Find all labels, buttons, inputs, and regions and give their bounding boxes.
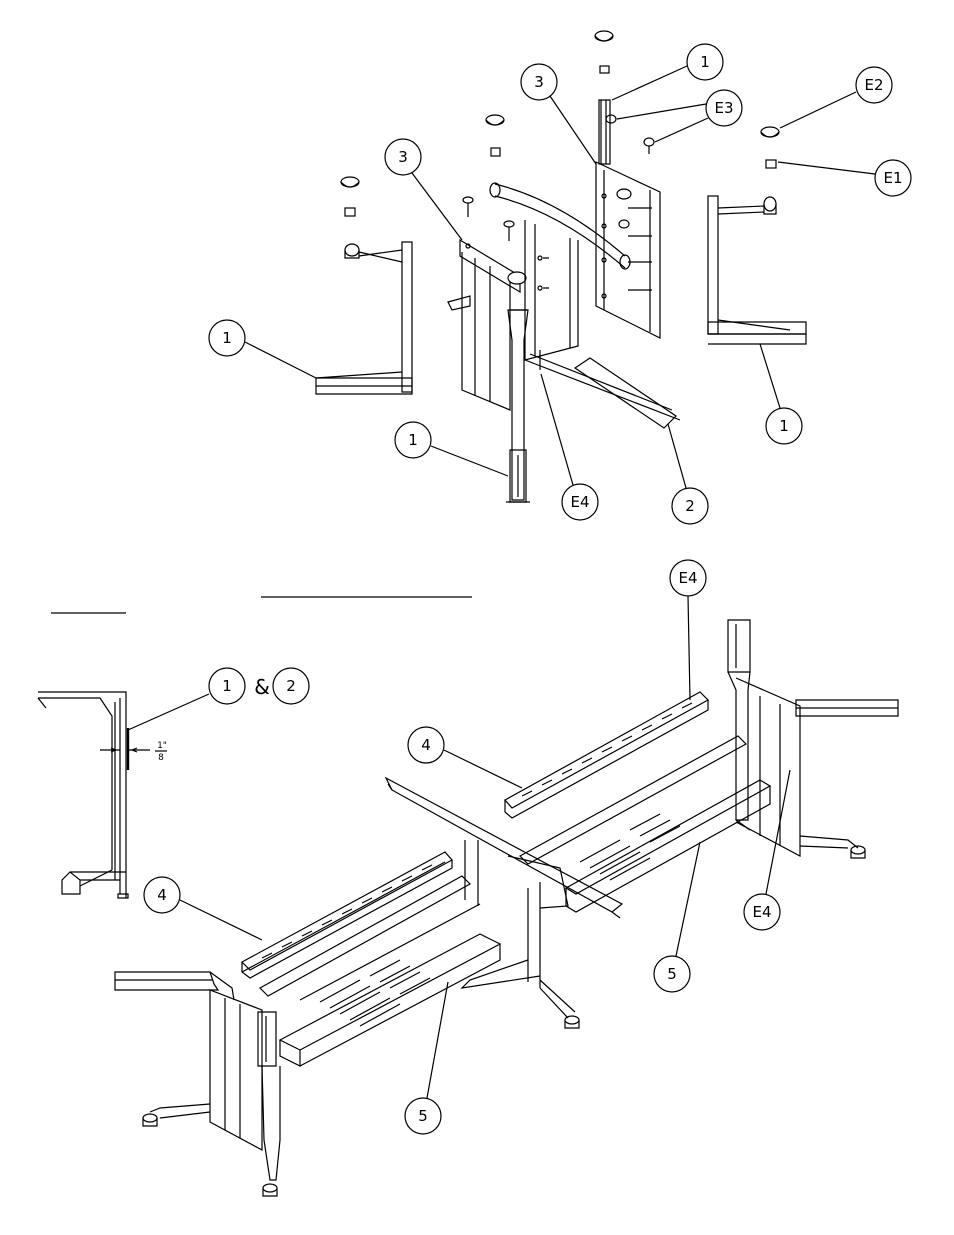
balloon-top-2: 2	[668, 424, 708, 524]
svg-text:4: 4	[421, 736, 431, 754]
right-end-bracket	[708, 127, 806, 344]
svg-text:E1: E1	[883, 169, 902, 187]
svg-text:2: 2	[685, 497, 695, 515]
svg-text:1: 1	[222, 677, 232, 695]
balloon-detail-2: 2	[273, 668, 309, 704]
rear-rail-right	[505, 692, 708, 818]
balloon-top-1d: 1	[395, 422, 508, 476]
section-detail: 1" 8 1 & 2	[38, 668, 309, 898]
shelf-left	[260, 876, 500, 1066]
balloon-detail-1: 1	[128, 668, 245, 730]
rear-rail-left	[242, 852, 452, 978]
svg-text:E4: E4	[678, 569, 697, 587]
svg-text:1: 1	[700, 53, 710, 71]
balloon-top-3b: 3	[385, 139, 462, 240]
balloon-bot-4b: 4	[144, 877, 262, 940]
front-left-leg	[115, 972, 280, 1196]
balloon-top-e3: E3	[617, 90, 742, 142]
balloon-top-e2: E2	[780, 67, 892, 128]
svg-text:5: 5	[667, 965, 677, 983]
center-frame	[448, 31, 680, 502]
balloon-top-e1: E1	[778, 160, 911, 196]
balloon-bot-4a: 4	[408, 727, 522, 788]
dimension-denominator: 8	[158, 753, 164, 763]
left-end-bracket	[316, 177, 412, 394]
ampersand: &	[254, 675, 270, 699]
balloon-top-1b: 1	[209, 320, 316, 378]
dimension-numerator: 1"	[157, 741, 167, 751]
svg-text:4: 4	[157, 886, 167, 904]
balloon-top-e4: E4	[541, 374, 598, 520]
svg-text:5: 5	[418, 1107, 428, 1125]
balloon-top-1c: 1	[760, 344, 802, 444]
svg-text:E4: E4	[752, 903, 771, 921]
assembled-view: E4 4 4 E4 5 5	[115, 560, 898, 1196]
balloon-bot-e4a: E4	[670, 560, 706, 700]
back-right-leg	[728, 620, 898, 858]
exploded-view: 1 3 E3 E2 E1 3	[209, 31, 911, 524]
balloon-top-3a: 3	[521, 64, 596, 164]
svg-text:2: 2	[286, 677, 296, 695]
svg-text:1: 1	[222, 329, 232, 347]
balloon-top-1a: 1	[612, 44, 723, 100]
balloon-bot-e4b: E4	[744, 770, 790, 930]
svg-text:3: 3	[398, 148, 408, 166]
svg-text:1: 1	[408, 431, 418, 449]
svg-text:3: 3	[534, 73, 544, 91]
svg-text:E4: E4	[570, 493, 589, 511]
shelf-right	[520, 736, 770, 912]
svg-text:E2: E2	[864, 76, 883, 94]
center-leg	[386, 778, 622, 1028]
svg-text:1: 1	[779, 417, 789, 435]
balloon-bot-5b: 5	[405, 982, 448, 1134]
svg-text:E3: E3	[714, 99, 733, 117]
